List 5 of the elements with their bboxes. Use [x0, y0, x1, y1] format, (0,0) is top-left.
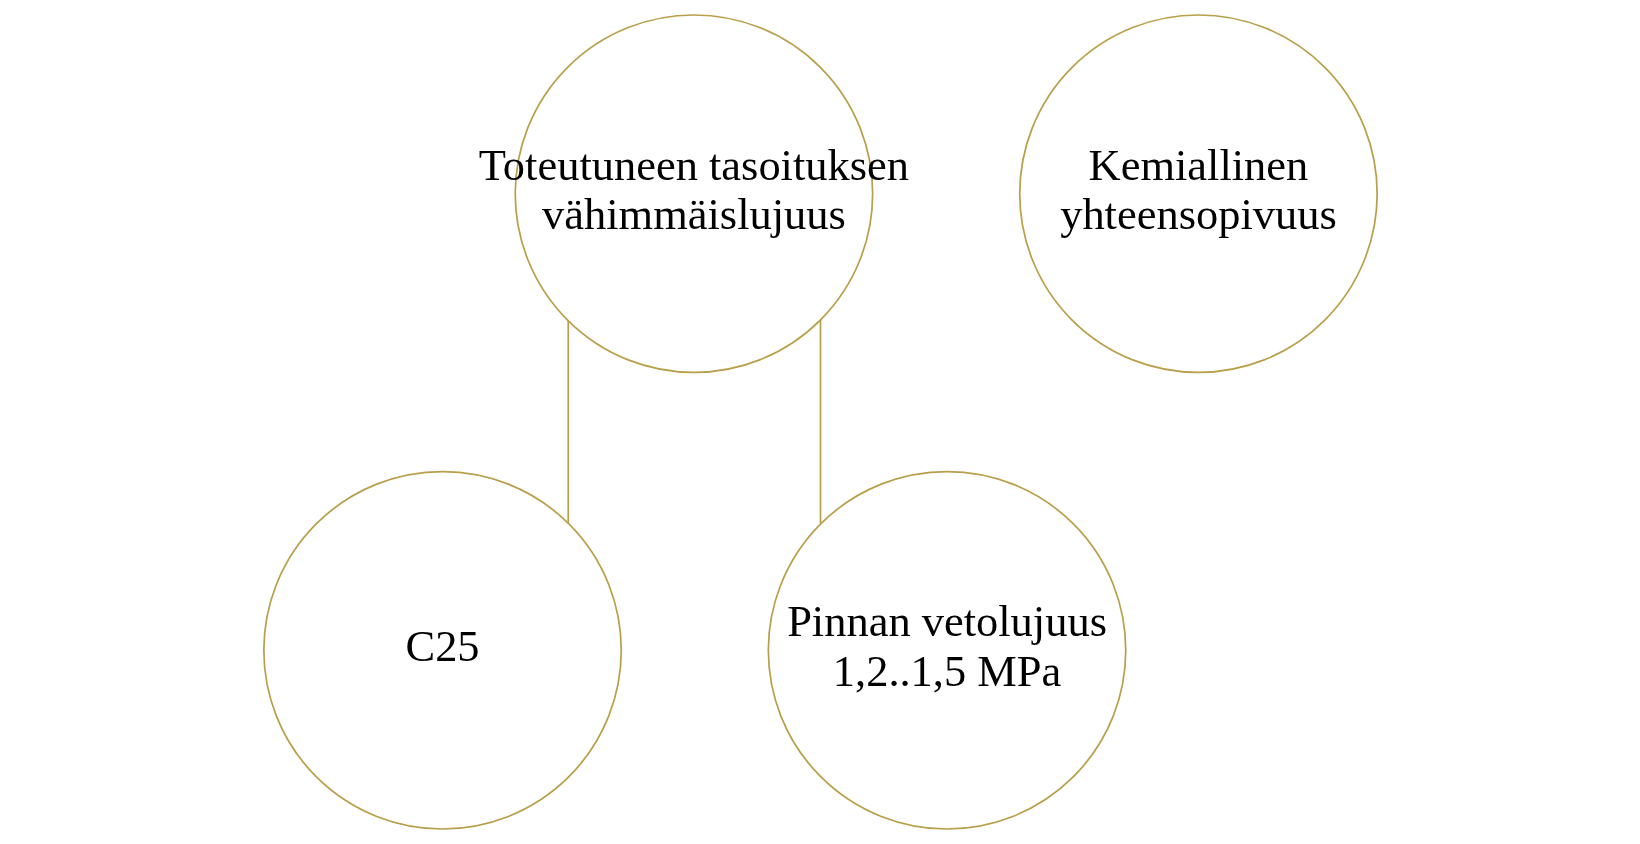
node-circle: Pinnan vetolujuus 1,2..1,5 MPa	[767, 470, 1127, 830]
node-circle: C25	[262, 470, 622, 830]
connector	[566, 320, 569, 524]
node-circle: Kemiallinen yhteensopivuus	[1018, 14, 1378, 374]
connector	[819, 319, 821, 525]
